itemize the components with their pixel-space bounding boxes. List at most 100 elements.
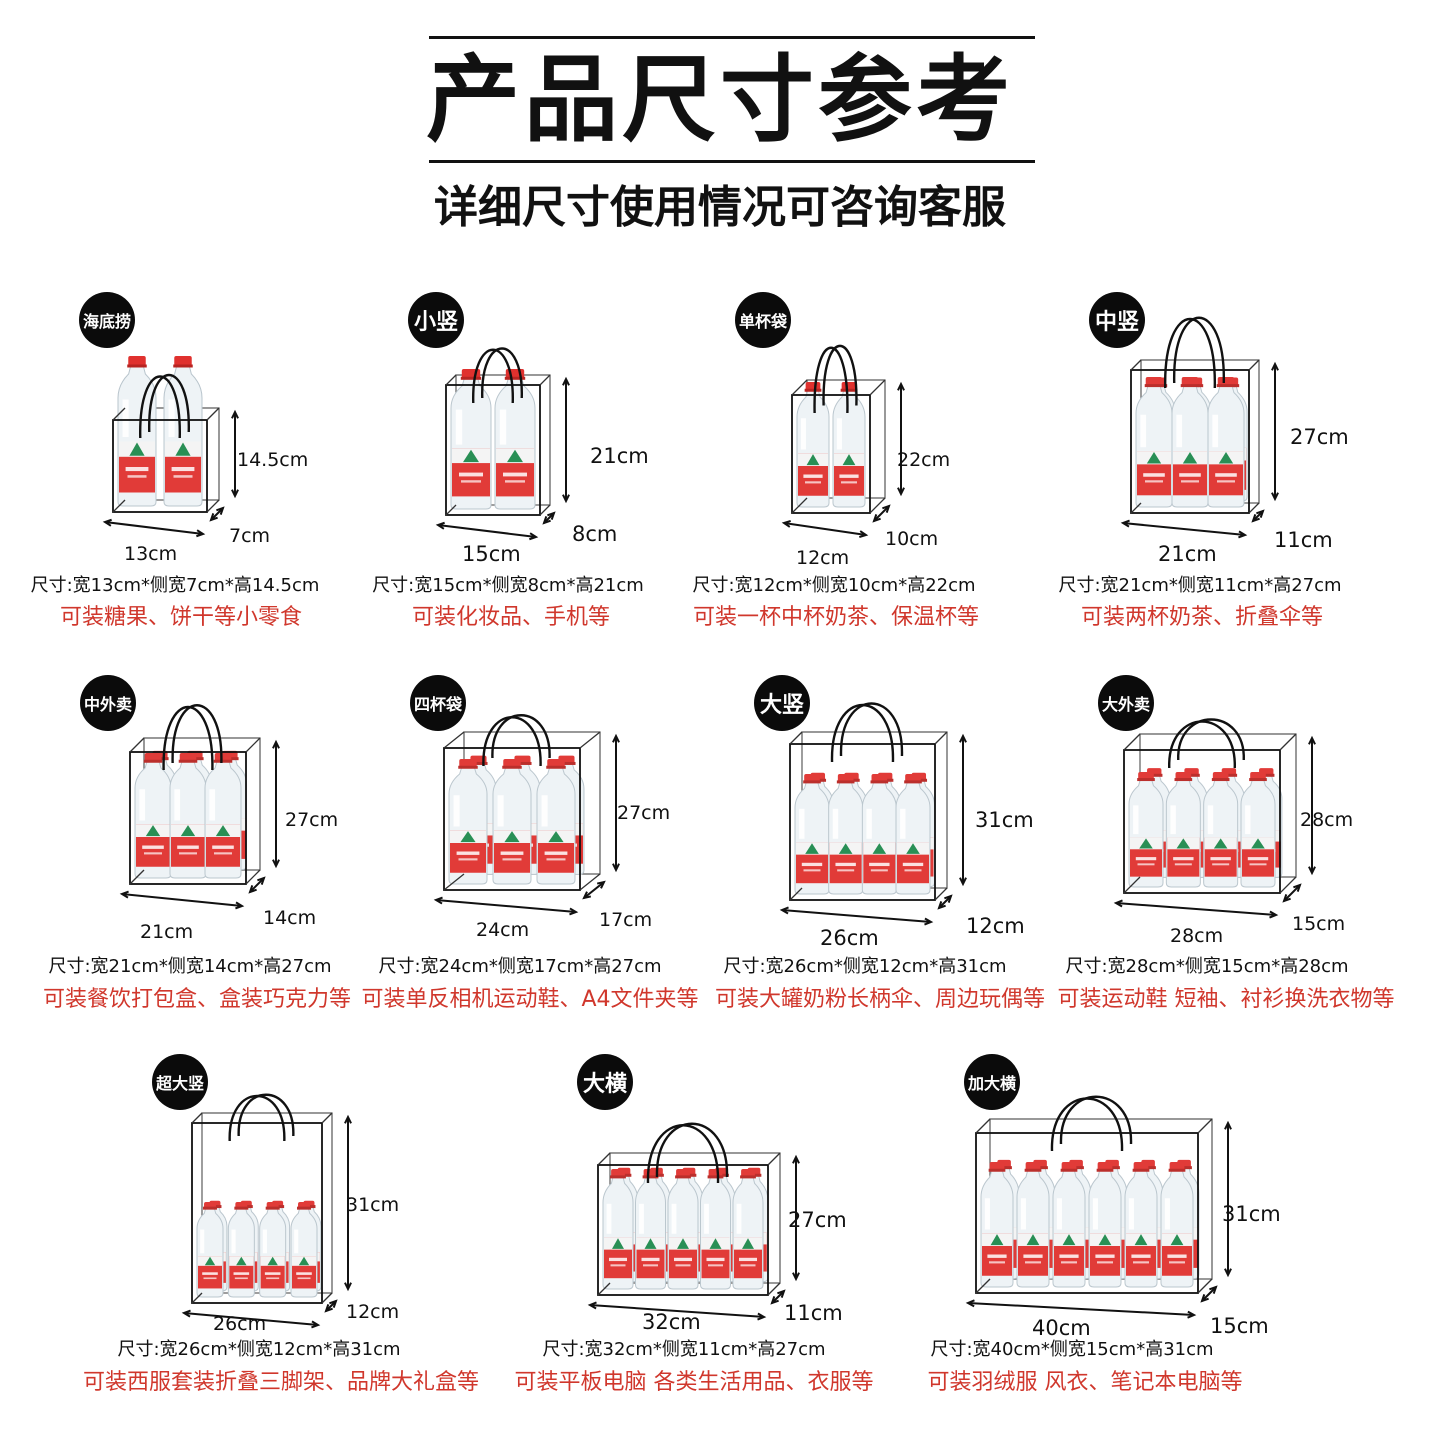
width-arrow — [1120, 519, 1248, 539]
water-bottle — [450, 369, 492, 510]
height-label: 21cm — [590, 444, 649, 468]
width-arrow — [435, 521, 539, 541]
height-label: 14.5cm — [237, 449, 309, 471]
usage-note: 可装西服套装折叠三脚架、品牌大礼盒等 — [82, 1370, 480, 1395]
water-bottle — [492, 759, 532, 885]
bag-handle — [1164, 316, 1225, 389]
water-bottle — [1160, 1162, 1194, 1288]
water-bottle — [202, 1200, 228, 1292]
size-name-badge: 大竖 — [754, 675, 810, 731]
water-bottle — [794, 774, 830, 895]
water-bottle — [980, 1162, 1014, 1288]
depth-arrow — [1251, 509, 1265, 523]
depth-label: 7cm — [229, 525, 271, 547]
size-name-badge: 加大横 — [964, 1054, 1020, 1110]
height-arrow — [1271, 361, 1279, 502]
water-bottle — [1141, 377, 1176, 502]
usage-note: 可装运动鞋 短袖、衬衫换洗衣物等 — [1057, 987, 1395, 1012]
bag-handle — [813, 344, 858, 414]
bag-handle — [1050, 1095, 1133, 1152]
water-bottle — [602, 1169, 634, 1290]
water-bottle — [1124, 1162, 1158, 1288]
size-name-badge: 小竖 — [408, 292, 464, 348]
transparent-bag — [191, 1093, 333, 1304]
bag-handle — [1168, 718, 1245, 769]
depth-label: 10cm — [885, 528, 939, 550]
usage-note: 可装餐饮打包盒、盒装巧克力等 — [42, 987, 352, 1012]
width-arrow — [119, 890, 245, 910]
transparent-bag — [789, 702, 948, 901]
title-top-rule — [429, 36, 1035, 39]
water-bottle — [902, 772, 935, 888]
page-subtitle: 详细尺寸使用情况可咨询客服 — [434, 182, 1006, 233]
water-bottle — [296, 1200, 322, 1292]
width-label: 15cm — [462, 542, 521, 566]
depth-label: 17cm — [599, 909, 653, 931]
water-bottle — [1128, 772, 1164, 888]
water-bottle — [700, 1169, 731, 1290]
water-bottle — [290, 1202, 318, 1298]
depth-label: 14cm — [263, 907, 317, 929]
water-bottle — [1177, 377, 1212, 502]
size-name-badge: 海底捞 — [79, 292, 135, 348]
size-name-badge: 大横 — [577, 1054, 633, 1110]
water-bottle — [667, 1169, 699, 1290]
height-arrow — [897, 381, 905, 497]
depth-arrow — [770, 1289, 786, 1305]
water-bottle — [548, 755, 585, 875]
size-spec: 尺寸:宽21cm*侧宽14cm*高27cm — [48, 956, 332, 977]
water-bottle — [196, 1202, 224, 1298]
depth-arrow — [937, 894, 953, 910]
water-bottle — [609, 1167, 639, 1283]
depth-arrow — [1282, 883, 1302, 903]
width-label: 24cm — [476, 919, 530, 941]
width-arrow — [102, 518, 206, 538]
water-bottle — [259, 1202, 287, 1298]
usage-note: 可装糖果、饼干等小零食 — [59, 605, 303, 630]
water-bottle — [142, 750, 178, 871]
height-label: 28cm — [1300, 809, 1354, 831]
width-label: 26cm — [820, 926, 879, 950]
depth-arrow — [248, 876, 266, 894]
depth-arrow — [872, 504, 891, 523]
depth-label: 15cm — [1210, 1314, 1269, 1338]
transparent-bag — [445, 347, 551, 516]
water-bottle — [265, 1200, 291, 1292]
size-name: 单杯袋 — [738, 312, 787, 331]
size-name-badge: 大外卖 — [1098, 675, 1154, 731]
water-bottle — [801, 772, 834, 888]
water-bottle — [869, 772, 902, 888]
bag-handle — [472, 347, 523, 404]
water-bottle — [494, 369, 536, 510]
depth-label: 12cm — [346, 1301, 400, 1323]
size-name: 四杯袋 — [413, 695, 462, 714]
usage-note: 可装平板电脑 各类生活用品、衣服等 — [514, 1370, 874, 1395]
depth-label: 11cm — [1274, 528, 1333, 552]
size-name: 大横 — [582, 1072, 627, 1097]
width-label: 26cm — [213, 1313, 267, 1335]
usage-note: 可装羽绒服 风衣、笔记本电脑等 — [927, 1370, 1243, 1395]
height-arrow — [1224, 1120, 1232, 1278]
water-bottle — [1240, 772, 1276, 888]
width-label: 32cm — [642, 1310, 701, 1334]
page-title: 产品尺寸参考 — [425, 46, 1014, 155]
height-label: 31cm — [346, 1194, 400, 1216]
height-arrow — [562, 376, 570, 504]
size-name: 大竖 — [759, 693, 804, 718]
size-name-badge: 四杯袋 — [410, 675, 466, 731]
water-bottle — [460, 755, 497, 875]
water-bottle — [1171, 377, 1209, 508]
depth-arrow — [582, 880, 606, 900]
water-bottle — [895, 774, 931, 895]
width-label: 12cm — [796, 547, 850, 569]
water-bottle — [1175, 768, 1208, 878]
depth-arrow — [542, 511, 556, 525]
size-spec: 尺寸:宽26cm*侧宽12cm*高31cm — [117, 1339, 401, 1360]
height-label: 27cm — [285, 809, 339, 831]
size-name: 中竖 — [1094, 310, 1139, 335]
width-label: 28cm — [1170, 925, 1224, 947]
water-bottle — [707, 1167, 736, 1283]
size-name: 小竖 — [413, 310, 458, 335]
width-label: 40cm — [1032, 1316, 1091, 1340]
water-bottle — [448, 759, 488, 885]
